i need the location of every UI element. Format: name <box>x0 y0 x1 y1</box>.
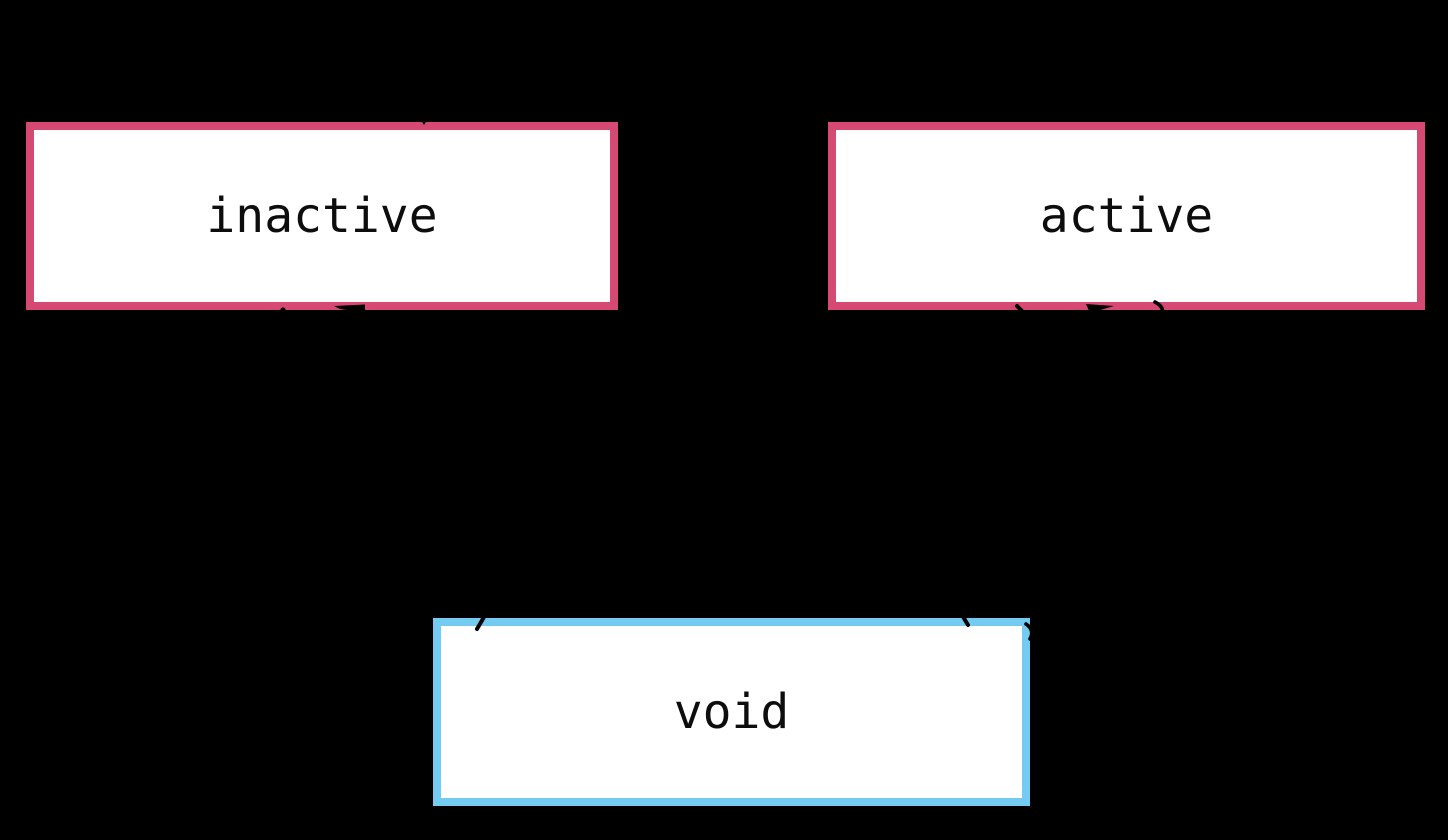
state-node-inactive: inactive <box>26 122 618 310</box>
state-label-active: active <box>1039 188 1214 244</box>
state-node-void: void <box>433 618 1030 806</box>
state-node-active: active <box>828 122 1425 310</box>
state-label-void: void <box>673 684 790 740</box>
state-label-inactive: inactive <box>206 188 438 244</box>
